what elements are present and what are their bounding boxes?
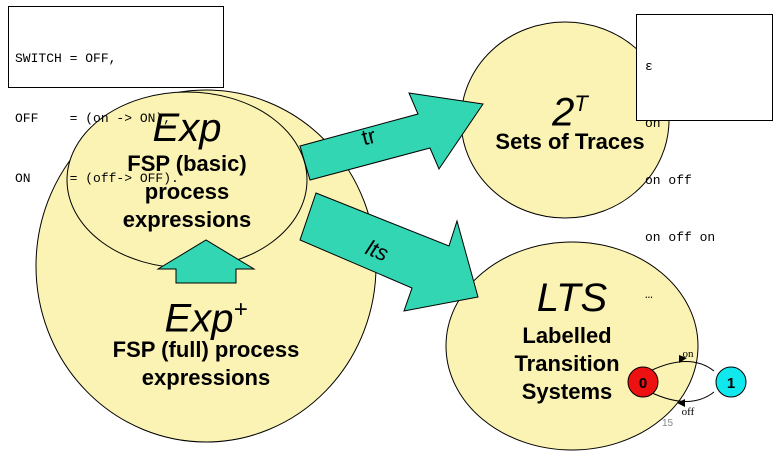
inclusion-up-arrow [156,239,256,284]
lts-desc-line: Systems [521,379,613,404]
fsp-code-box: SWITCH = OFF, OFF = (on -> ON), ON = (of… [8,6,224,186]
edge-on-label: on [683,348,695,360]
lts-title: LTS [536,276,608,320]
code-line: on [645,116,661,131]
exp-full-desc-line: FSP (full) process [112,337,300,362]
code-line: … [645,287,653,302]
exp-basic-title: Exp [152,106,222,150]
edge-on-path [649,361,715,372]
traces-description: Sets of Traces [495,129,645,154]
code-line: ON = (off-> OFF). [15,171,179,186]
lts-description: Labelled Transition Systems [492,322,642,406]
state-0-label: 0 [639,375,647,392]
exp-basic-desc-line: expressions [122,207,252,232]
lts-desc-line: Transition [514,351,620,376]
page-number: 15 [662,418,674,429]
lts-desc-line: Labelled [522,323,612,348]
code-line: on off on [645,230,716,245]
exp-basic-desc-line: process [144,179,230,204]
exp-full-title: Exp+ [164,296,248,341]
edge-on-arrowhead [679,355,687,363]
exp-basic-description: FSP (basic) process expressions [92,150,282,234]
traces-code-box: ε on on off on off on … [636,14,773,302]
traces-title: 2T [552,90,588,135]
exp-full-desc-line: expressions [141,365,271,390]
lts-bubble [445,241,699,451]
exp-full-title-sup: + [233,296,248,323]
state-1-node [715,366,747,398]
lts-arrow [299,192,479,312]
exp-basic-desc-line: FSP (basic) [127,151,247,176]
state-0-node [627,366,659,398]
edge-off-arrowhead [677,399,685,407]
exp-full-description: FSP (full) process expressions [66,336,346,392]
code-line: SWITCH = OFF, [15,51,117,66]
code-line: on off [645,173,692,188]
traces-title-sup: T [574,91,588,116]
code-line: OFF = (on -> ON), [15,111,172,126]
state-1-label: 1 [727,375,735,392]
tr-arrow [299,92,484,181]
edge-off-label: off [682,406,695,418]
code-line: ε [645,59,653,74]
edge-off-path [649,391,715,402]
